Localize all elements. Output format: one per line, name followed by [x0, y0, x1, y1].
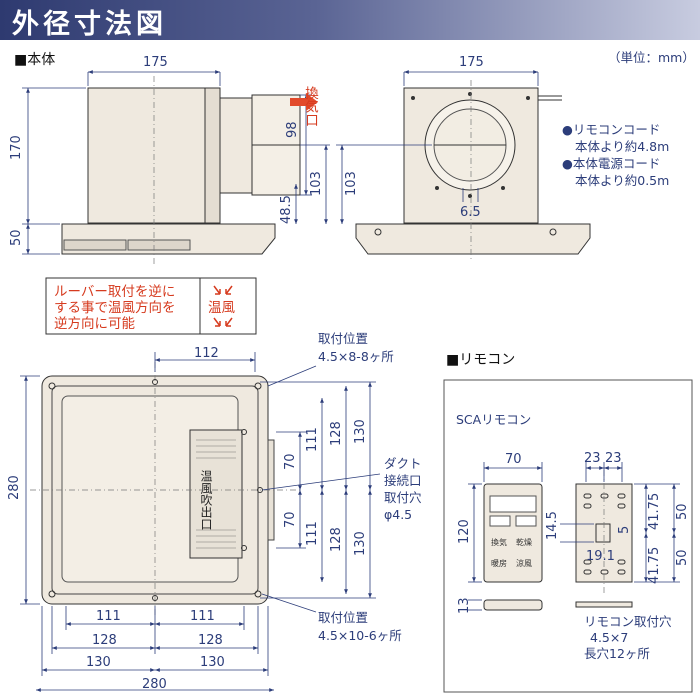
- side-base-label: 50: [9, 229, 24, 246]
- duct-hole-line2: 接続口: [384, 473, 422, 488]
- front-width-label: 175: [459, 55, 484, 70]
- bottom-128c-label: 128: [92, 633, 117, 648]
- front-view: 175 103 6.5 ●リモコンコード 本体より約4.8m ●本体電源コード …: [336, 55, 669, 262]
- title-bar: 外径寸法図: [0, 0, 700, 40]
- bottom-128a-label: 128: [329, 421, 344, 446]
- plate-14-label: 14.5: [545, 511, 560, 540]
- louver-line1: ルーバー取付を逆に: [54, 284, 175, 300]
- remote-btn1: 換気: [491, 537, 507, 547]
- outlet-label: 温風吹出口: [199, 470, 213, 530]
- duct-dia-label: 98: [285, 121, 300, 138]
- bottom-128b-label: 128: [329, 527, 344, 552]
- side-103-label: 103: [309, 171, 324, 196]
- front-103-label: 103: [344, 171, 359, 196]
- plate-19-label: 19.1: [586, 549, 615, 564]
- remote-model-label: SCAリモコン: [456, 412, 531, 427]
- remote-mount-title: リモコン取付穴: [584, 614, 672, 629]
- plate-23b-label: 23: [605, 451, 622, 466]
- remote-depth-label: 13: [457, 597, 472, 614]
- bottom-128d-label: 128: [198, 633, 223, 648]
- plate-50a-label: 50: [675, 503, 690, 520]
- duct-hole-line3: 取付穴: [384, 490, 422, 505]
- bottom-111d-label: 111: [190, 609, 215, 624]
- remote-mount-count: 長穴12ヶ所: [584, 646, 650, 661]
- exhaust-label: 換気口: [302, 86, 319, 127]
- page-title: 外径寸法図: [12, 9, 167, 40]
- bottom-111c-label: 111: [96, 609, 121, 624]
- plate-50b-label: 50: [675, 549, 690, 566]
- bottom-70a-label: 70: [283, 453, 298, 470]
- mount-top-title: 取付位置: [318, 331, 368, 346]
- bottom-130a-label: 130: [353, 419, 368, 444]
- cord2-title: ●本体電源コード: [562, 156, 660, 171]
- section-main-label: ■本体: [14, 52, 55, 68]
- duct-hole-line1: ダクト: [384, 456, 422, 471]
- cord2-length: 本体より約0.5m: [575, 173, 669, 188]
- bottom-view: 温風吹出口 112 取付位置 4.5×8-8ヶ所 280 70 70 111 1…: [7, 331, 422, 692]
- mount-top-spec: 4.5×8-8ヶ所: [318, 349, 394, 364]
- cord1-title: ●リモコンコード: [562, 122, 660, 137]
- side-width-label: 175: [143, 55, 168, 70]
- bottom-130b-label: 130: [353, 531, 368, 556]
- side-height-label: 170: [9, 135, 24, 160]
- plate-41a-label: 41.75: [647, 493, 662, 530]
- remote-section: ■リモコン SCAリモコン 換気 乾燥 暖房 涼風 70 120 13: [443, 352, 693, 693]
- louver-line3: 逆方向に可能: [54, 316, 135, 332]
- bottom-111b-label: 111: [305, 521, 320, 546]
- plate-23a-label: 23: [584, 451, 601, 466]
- remote-btn3: 暖房: [491, 558, 507, 568]
- louver-tag: 温風: [208, 300, 235, 316]
- mount-bottom-title: 取付位置: [318, 610, 368, 625]
- duct-hole-line4: φ4.5: [384, 507, 412, 522]
- remote-height-label: 120: [457, 519, 472, 544]
- side-view: 175 170 50 98 103 48.5 換気口: [9, 55, 330, 264]
- remote-btn4: 涼風: [516, 558, 532, 568]
- bottom-280w-label: 280: [142, 677, 167, 692]
- cord1-length: 本体より約4.8m: [575, 139, 669, 154]
- unit-label: （単位：mm）: [608, 50, 695, 65]
- mount-bottom-spec: 4.5×10-6ヶ所: [318, 628, 402, 643]
- louver-note: ルーバー取付を逆に する事で温風方向を 逆方向に可能 温風: [45, 277, 257, 335]
- bottom-70b-label: 70: [283, 511, 298, 528]
- side-48-label: 48.5: [279, 195, 294, 224]
- remote-mount-spec: 4.5×7: [590, 630, 628, 645]
- bottom-112-label: 112: [194, 346, 219, 361]
- section-remote-label: ■リモコン: [446, 352, 515, 368]
- plate-5-label: 5: [617, 526, 632, 534]
- louver-line2: する事で温風方向を: [54, 300, 176, 316]
- plate-41b-label: 41.75: [647, 547, 662, 584]
- bottom-130c-label: 130: [86, 655, 111, 670]
- front-small-label: 6.5: [460, 205, 481, 220]
- bottom-111a-label: 111: [305, 427, 320, 452]
- remote-width-label: 70: [505, 452, 522, 467]
- bottom-280h-label: 280: [7, 475, 22, 500]
- remote-btn2: 乾燥: [516, 537, 532, 547]
- bottom-130d-label: 130: [200, 655, 225, 670]
